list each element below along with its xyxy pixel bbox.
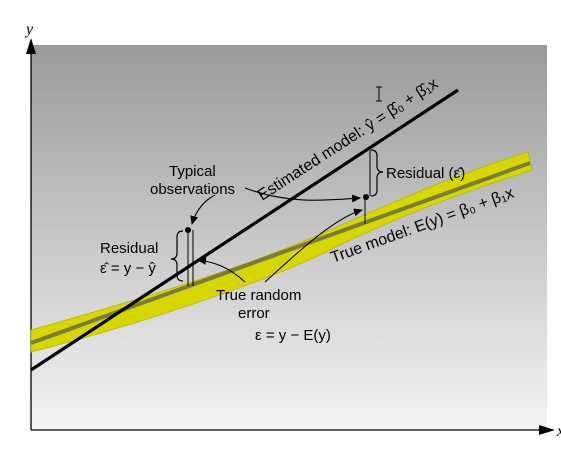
estimated-model-line bbox=[30, 88, 459, 372]
plot-area bbox=[31, 45, 547, 430]
arrow-typical-to-right bbox=[244, 187, 361, 203]
arrow-error-to-left bbox=[197, 256, 246, 283]
observation-left-point bbox=[185, 227, 191, 233]
x-axis-label: x bbox=[556, 423, 561, 440]
text-cursor-icon bbox=[376, 86, 382, 102]
observation-right-point bbox=[363, 194, 369, 200]
residual-left-brace bbox=[170, 230, 184, 282]
arrow-error-to-right bbox=[264, 208, 363, 283]
true-model-line bbox=[30, 161, 531, 345]
residual-left-label-1: Residual bbox=[100, 240, 158, 257]
typical-observations-label-1: Typical bbox=[169, 163, 216, 180]
true-random-error-label-2: error bbox=[238, 305, 270, 322]
arrow-typical-to-left bbox=[190, 194, 216, 225]
true-random-error-formula: ε = y − E(y) bbox=[255, 327, 331, 344]
typical-observations-label-2: observations bbox=[150, 181, 235, 198]
y-axis-arrow bbox=[26, 38, 36, 54]
residual-left-label-2: ε̂ = y − ŷ bbox=[100, 260, 156, 277]
residual-right-label: Residual (ε̂) bbox=[386, 165, 465, 182]
true-random-error-label-1: True random bbox=[216, 287, 301, 304]
y-axis-label: y bbox=[24, 21, 34, 38]
x-axis-arrow bbox=[539, 425, 555, 435]
residual-right-brace bbox=[370, 149, 384, 197]
